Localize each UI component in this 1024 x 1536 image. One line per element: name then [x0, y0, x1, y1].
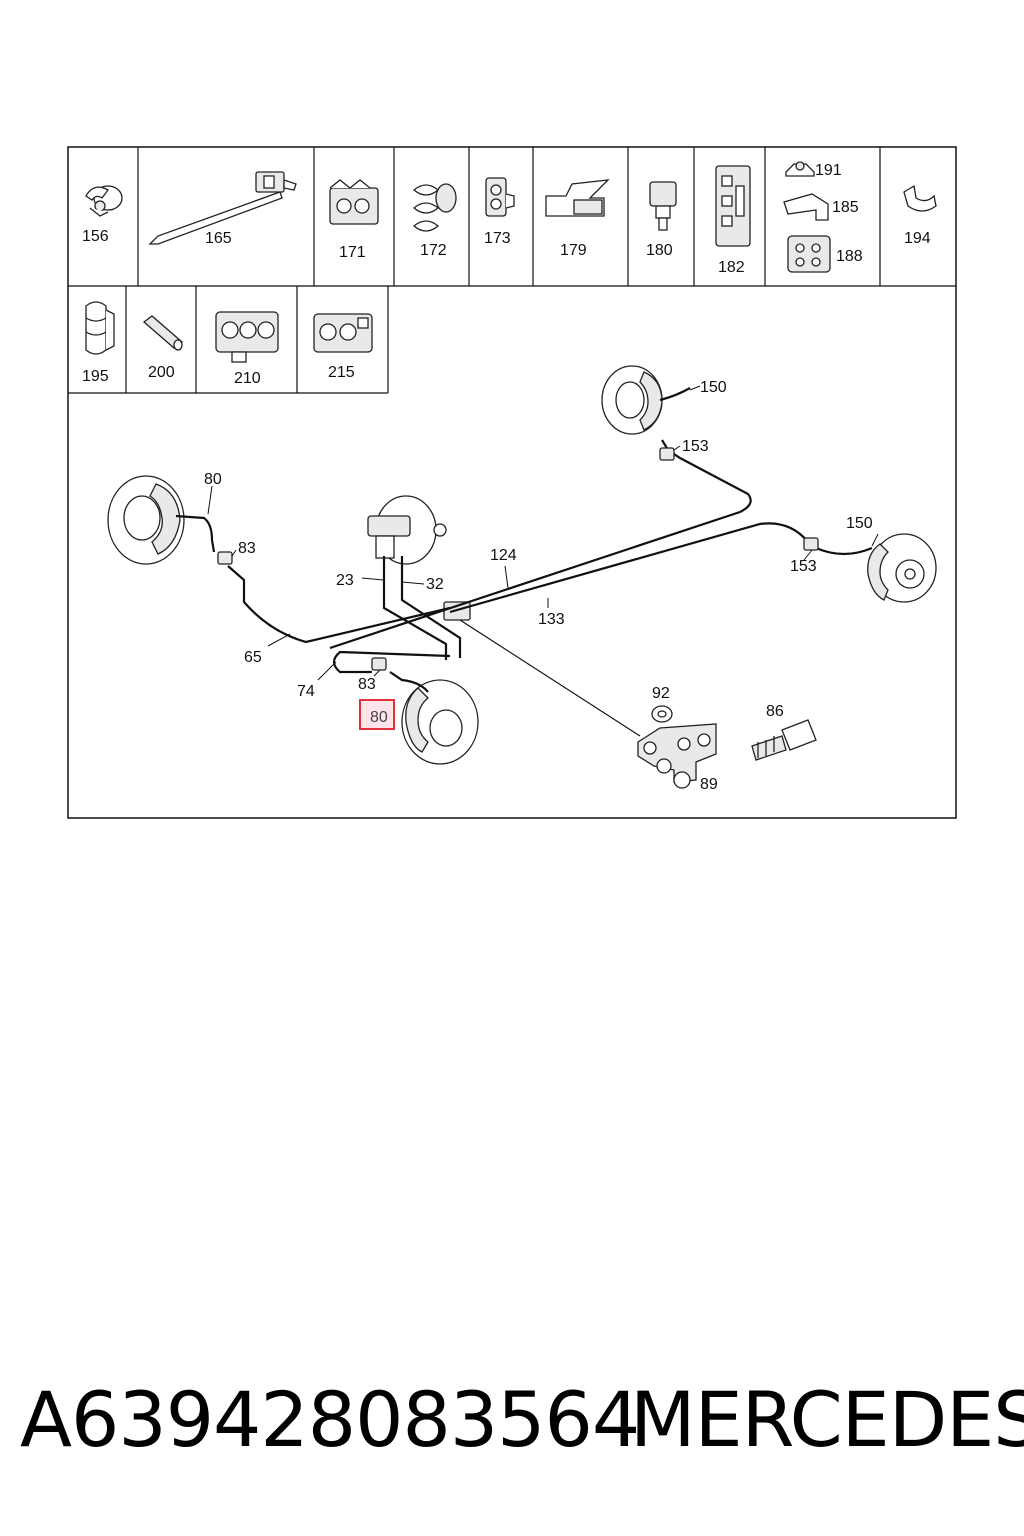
- callout-153-top: 153: [682, 438, 709, 455]
- callout-86: 86: [766, 703, 784, 720]
- callout-124: 124: [490, 547, 517, 564]
- clip-179-icon: [545, 179, 610, 217]
- highlight-box-80[interactable]: [359, 699, 395, 730]
- callout-74: 74: [297, 683, 315, 700]
- legend-label-171: 171: [339, 244, 366, 261]
- pressure-valve-89: [637, 723, 717, 789]
- clip-171-icon: [329, 179, 379, 225]
- legend-label-156: 156: [82, 228, 109, 245]
- callout-150-right: 150: [846, 515, 873, 532]
- clip-156-icon: [85, 185, 123, 217]
- brand-name: MERCEDES: [630, 1375, 1024, 1464]
- clip-195-icon: [85, 301, 115, 355]
- sleeve-200-icon: [142, 315, 184, 351]
- brake-disc-front-right: [401, 679, 479, 765]
- legend-label-180: 180: [646, 242, 673, 259]
- clip-172-icon: [412, 183, 457, 232]
- legend-label-185: 185: [832, 199, 859, 216]
- brake-disc-rear-right: [867, 533, 937, 603]
- legend-label-194: 194: [904, 230, 931, 247]
- legend-grid-row-2: [68, 286, 389, 394]
- callout-65: 65: [244, 649, 262, 666]
- brake-booster: [367, 495, 447, 565]
- callout-92: 92: [652, 685, 670, 702]
- callout-80-highlight[interactable]: 80: [370, 709, 388, 726]
- block-188-icon: [787, 235, 831, 273]
- callout-89: 89: [700, 776, 718, 793]
- clip-210-icon: [215, 311, 279, 363]
- part-number: A639428083564: [20, 1375, 640, 1464]
- legend-label-191: 191: [815, 162, 842, 179]
- clip-173-icon: [485, 177, 515, 217]
- callout-32: 32: [426, 576, 444, 593]
- callout-150-top: 150: [700, 379, 727, 396]
- legend-label-215: 215: [328, 364, 355, 381]
- leader-lines: [207, 385, 879, 681]
- clip-180-icon: [649, 181, 677, 231]
- bracket-185-icon: [783, 193, 829, 221]
- legend-label-195: 195: [82, 368, 109, 385]
- callouts: 150 153 150 153 80 83 124 23 32 133 65 7…: [204, 379, 873, 793]
- legend-label-173: 173: [484, 230, 511, 247]
- brake-lines: [175, 387, 873, 737]
- cable-tie-165-icon: [148, 171, 297, 245]
- legend-label-200: 200: [148, 364, 175, 381]
- callout-83-left: 83: [238, 540, 256, 557]
- callout-133: 133: [538, 611, 565, 628]
- clip-215-icon: [313, 313, 373, 353]
- washer-92: [651, 705, 673, 723]
- legend-label-179: 179: [560, 242, 587, 259]
- legend-grid-row-1: [68, 147, 956, 287]
- legend-label-165: 165: [205, 230, 232, 247]
- legend-label-188: 188: [836, 248, 863, 265]
- brake-disc-rear-top: [601, 365, 663, 435]
- bracket-clips: [217, 447, 819, 671]
- fitting-86: [751, 719, 817, 761]
- nut-191-icon: [785, 161, 815, 177]
- legend-label-182: 182: [718, 259, 745, 276]
- legend-label-210: 210: [234, 370, 261, 387]
- legend-label-172: 172: [420, 242, 447, 259]
- legend-labels: 156 165 171 172 173 179 180 182 191 185 …: [82, 162, 931, 387]
- callout-153-right: 153: [790, 558, 817, 575]
- holder-182-icon: [715, 165, 751, 247]
- brake-disc-front-left: [107, 475, 185, 565]
- callout-83-bottom: 83: [358, 676, 376, 693]
- callout-23: 23: [336, 572, 354, 589]
- callout-80-left: 80: [204, 471, 222, 488]
- clip-194-icon: [903, 184, 937, 212]
